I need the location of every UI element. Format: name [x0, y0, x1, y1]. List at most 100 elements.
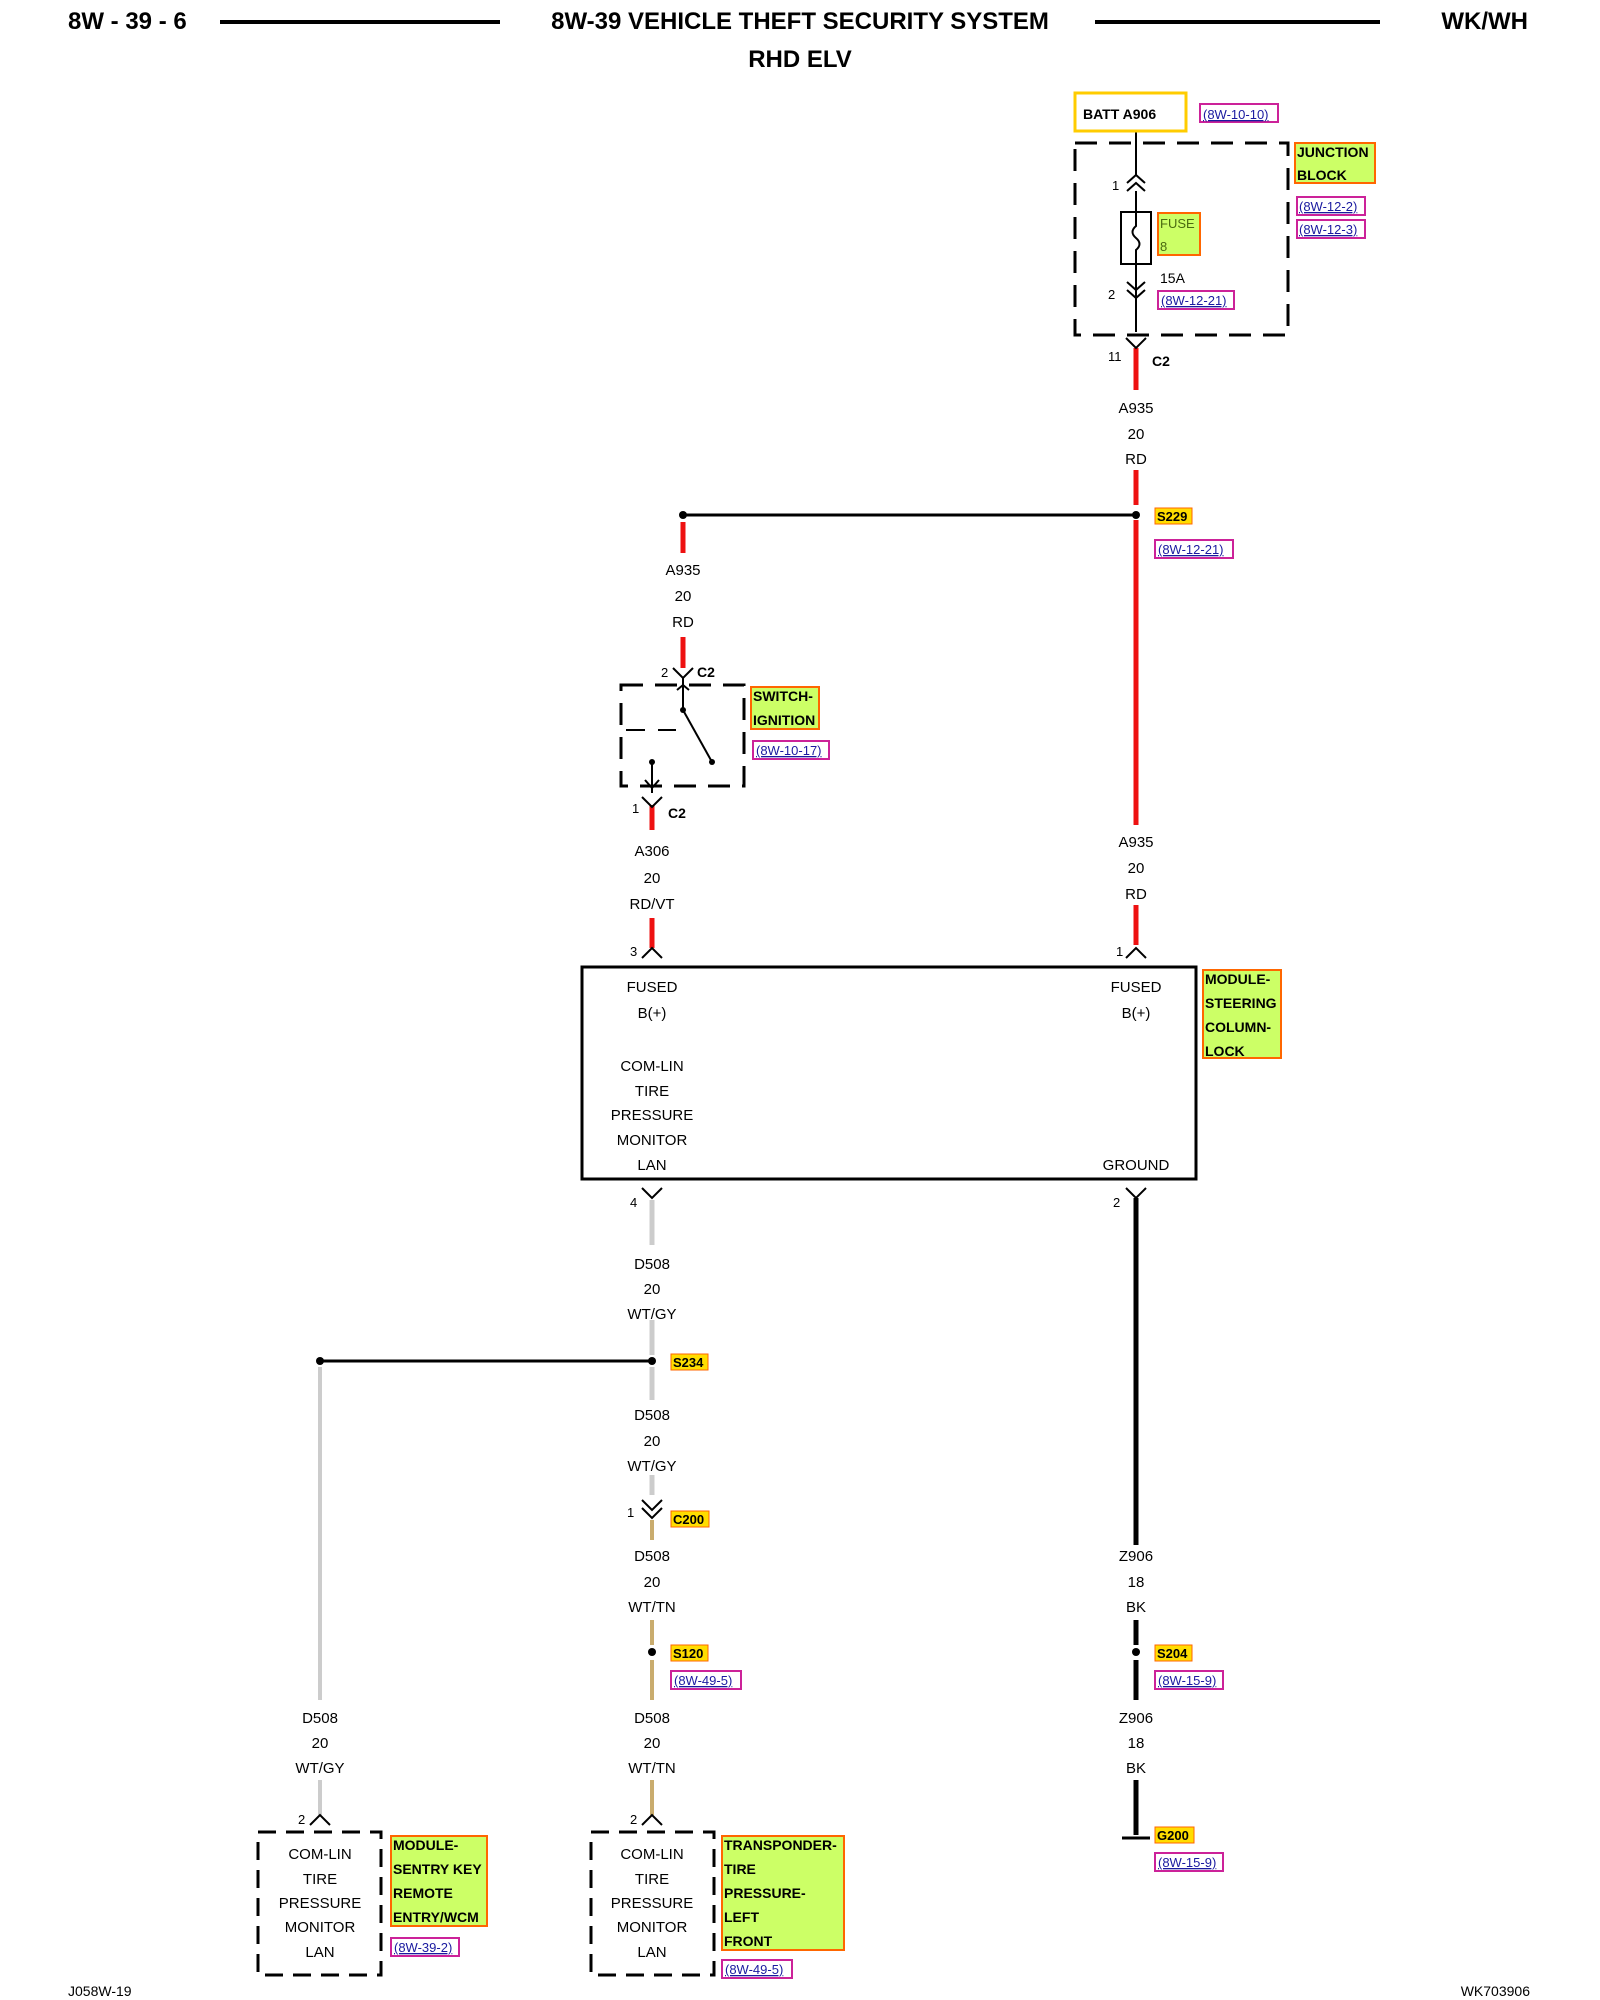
fuse-pin-1-connector	[1126, 173, 1146, 192]
splice-s229-ref-box	[1154, 539, 1234, 559]
scl-label-3: COLUMN-	[1205, 1019, 1271, 1035]
z906-b-color: BK	[1126, 1760, 1146, 1777]
ign-switch-tip	[709, 759, 715, 765]
skrem-lan-4: MONITOR	[285, 1919, 356, 1936]
a306-color: RD/VT	[630, 896, 675, 913]
tpm-lf-label-4: LEFT	[724, 1909, 759, 1925]
splice-s234-label-bg	[670, 1353, 709, 1371]
splice-s229-name: S229	[1157, 509, 1187, 524]
d508-left-circuit: D508	[302, 1710, 338, 1727]
tpm-lf-ref-box	[721, 1959, 793, 1979]
d508-b-circuit: D508	[634, 1407, 670, 1424]
jb-c2-name: C2	[1152, 353, 1170, 369]
tpm-lf-pin-2-connector-icon	[641, 1813, 663, 1826]
tpm-lf-lan-5: LAN	[637, 1944, 666, 1961]
scl-label-2: STEERING	[1205, 995, 1277, 1011]
scl-pin-2: 2	[1113, 1195, 1120, 1210]
figure-code: J058W-19	[68, 1983, 132, 1999]
junction-block-ref-2: (8W-12-3)	[1299, 222, 1357, 237]
tpm-lf-label-3: PRESSURE-	[724, 1885, 806, 1901]
scl-label-1: MODULE-	[1205, 971, 1271, 987]
a935-left-gauge: 20	[675, 588, 692, 605]
ignition-switch-label-2: IGNITION	[753, 712, 815, 728]
d508-b-color: WT/GY	[627, 1458, 676, 1475]
fuse-pin-2-connector	[1126, 281, 1146, 300]
fuse-label-bg	[1157, 212, 1201, 256]
batt-label: BATT A906	[1083, 106, 1156, 122]
z906-a-color: BK	[1126, 1599, 1146, 1616]
ign-switch-contact-top	[676, 678, 690, 710]
tpm-lf-label-2: TIRE	[724, 1861, 756, 1877]
z906-b-gauge: 18	[1128, 1735, 1145, 1752]
scl-ground: GROUND	[1103, 1157, 1170, 1174]
fuse-label: FUSE	[1160, 216, 1195, 231]
z906-a-gauge: 18	[1128, 1574, 1145, 1591]
fuse-rating: 15A	[1160, 270, 1186, 286]
tpm-lf-label-1: TRANSPONDER-	[724, 1837, 837, 1853]
batt-ref: (8W-10-10)	[1203, 107, 1269, 122]
a935-right-gauge: 20	[1128, 860, 1145, 877]
scl-lan-2: TIRE	[635, 1083, 669, 1100]
ignition-switch-outline	[619, 683, 746, 788]
ign-c2-bottom-name: C2	[668, 805, 686, 821]
ground-g200-label-bg	[1154, 1826, 1195, 1844]
splice-s229-ref: (8W-12-21)	[1158, 542, 1224, 557]
c200-connector-icon	[641, 1499, 663, 1520]
transponder-tire-pressure-left-front	[589, 1830, 716, 1977]
header-rule-left	[220, 20, 500, 24]
tpm-lf-lan-4: MONITOR	[617, 1919, 688, 1936]
d508-c-color: WT/TN	[628, 1599, 675, 1616]
junction-block-outline	[1073, 141, 1290, 337]
fuse-number: 8	[1160, 239, 1167, 254]
skrem-lan-1: COM-LIN	[288, 1846, 351, 1863]
jb-c2-pin: 11	[1108, 349, 1122, 364]
d508-left-color: WT/GY	[295, 1760, 344, 1777]
splice-s234-name: S234	[673, 1355, 704, 1370]
ign-switch-blade	[682, 709, 713, 763]
ignition-switch-ref: (8W-10-17)	[756, 743, 822, 758]
tpm-lf-pin-2: 2	[630, 1812, 637, 1827]
skrem-pin-2-connector-icon	[309, 1813, 331, 1826]
a935-left-color: RD	[672, 614, 694, 631]
a306-circuit: A306	[634, 843, 669, 860]
skrem-ref: (8W-39-2)	[394, 1940, 452, 1955]
scl-pin-4-connector-icon	[641, 1187, 663, 1200]
skrem-lan-2: TIRE	[303, 1871, 337, 1888]
tpm-lf-lan-3: PRESSURE	[611, 1895, 694, 1912]
d508-d-circuit: D508	[634, 1710, 670, 1727]
a306-gauge: 20	[644, 870, 661, 887]
skrem-label-4: ENTRY/WCM	[393, 1909, 479, 1925]
tpm-lf-lan-1: COM-LIN	[620, 1846, 683, 1863]
page-reference: 8W - 39 - 6	[68, 8, 187, 35]
scl-label-4: LOCK	[1205, 1043, 1245, 1059]
splice-s120-ref: (8W-49-5)	[674, 1673, 732, 1688]
c200-label-bg	[670, 1510, 710, 1528]
fuse-ref: (8W-12-21)	[1161, 293, 1227, 308]
scl-fused-right-1: FUSED	[1111, 979, 1162, 996]
junction-block-label-2: BLOCK	[1297, 167, 1347, 183]
a935-top-gauge: 20	[1128, 426, 1145, 443]
z906-a-circuit: Z906	[1119, 1548, 1153, 1565]
splice-s234-left-end	[316, 1357, 324, 1365]
fuse-element-icon	[1131, 212, 1141, 264]
splice-s120-label-bg	[670, 1644, 709, 1662]
fuse-pin-1: 1	[1112, 178, 1119, 193]
d508-b-gauge: 20	[644, 1433, 661, 1450]
scl-fused-left-1: FUSED	[627, 979, 678, 996]
splice-s204-label-bg	[1154, 1644, 1193, 1662]
scl-pin-3-connector-icon	[641, 946, 663, 959]
a935-right-color: RD	[1125, 886, 1147, 903]
splice-s229-left-end	[679, 511, 687, 519]
batt-label-box	[1073, 91, 1188, 133]
a935-right-circuit: A935	[1118, 834, 1153, 851]
scl-lan-3: PRESSURE	[611, 1107, 694, 1124]
a935-top-color: RD	[1125, 451, 1147, 468]
sentry-key-remote-entry-module	[256, 1830, 383, 1977]
d508-d-color: WT/TN	[628, 1760, 675, 1777]
vehicle-model: WK/WH	[1441, 8, 1528, 35]
splice-s229-label-bg	[1154, 507, 1193, 525]
skrem-lan-5: LAN	[305, 1944, 334, 1961]
scl-lan-5: LAN	[637, 1157, 666, 1174]
c200-pin: 1	[627, 1505, 634, 1520]
skrem-lan-3: PRESSURE	[279, 1895, 362, 1912]
